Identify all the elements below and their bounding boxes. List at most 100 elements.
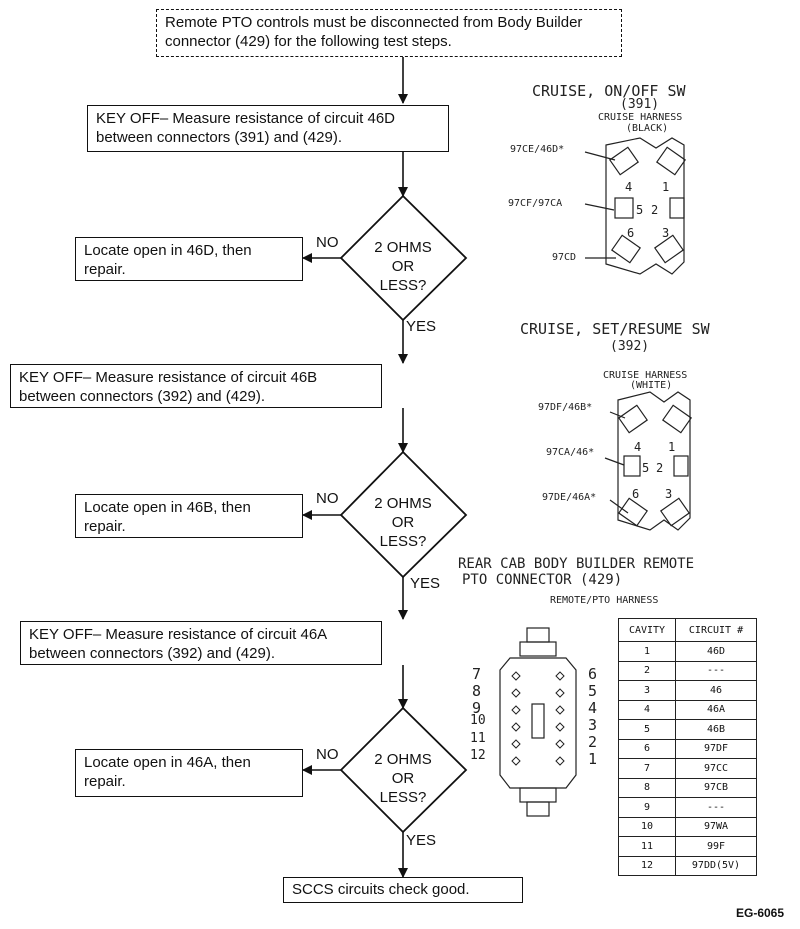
conn392-title: CRUISE, SET/RESUME SW [520,320,710,338]
conn391-pin-4: 4 [625,180,633,194]
cavity-cell: 5 [618,719,676,740]
conn392-wire-a: 97DF/46B* [538,402,593,413]
conn429-title-line1: REAR CAB BODY BUILDER REMOTE [458,556,695,572]
fail-46d-text: Locate open in 46D, then repair. [84,242,252,278]
cavity-cell: 6 [618,738,676,759]
no-label-1: NO [316,234,339,251]
figure-id: EG-6065 [736,906,785,920]
step-46b-text: KEY OFF– Measure resistance of circuit 4… [19,369,318,405]
conn429-pin-11: 11 [470,731,486,746]
circuit-cell: 97DD(5V) [675,855,757,876]
fail-46b-box: Locate open in 46B, then repair. [75,494,303,538]
conn392-color: (WHITE) [630,380,673,391]
circuit-cell: 97CC [675,758,757,779]
connector-392-drawing [604,391,693,531]
yes-label-2: YES [410,575,441,592]
header-cavity: CAVITY [618,618,676,642]
decision-1: 2 OHMS OR LESS? [353,238,453,295]
conn392-pin-2: 2 [656,461,664,475]
conn391-code: (391) [620,97,660,112]
decision-1-line2: OR [391,258,415,275]
cavity-cell: 7 [618,758,676,779]
decision-3-line1: 2 OHMS [374,751,432,768]
step-46d-text: KEY OFF– Measure resistance of circuit 4… [96,110,396,146]
conn392-pin-3: 3 [665,487,673,501]
conn392-pin-5: 5 [642,461,650,475]
cavity-cell: 10 [618,816,676,837]
cavity-cell: 11 [618,836,676,857]
conn429-pin-2: 2 [588,733,598,751]
end-box: SCCS circuits check good. [283,877,523,903]
no-label-3: NO [316,746,339,763]
circuit-cell: 46 [675,680,757,701]
circuit-cell: 46D [675,641,757,662]
table-header-row: CAVITY CIRCUIT # [618,618,757,642]
circuit-cell: 99F [675,836,757,857]
decision-3: 2 OHMS OR LESS? [353,750,453,807]
circuit-cell: 97WA [675,816,757,837]
circuit-cell: 46A [675,699,757,720]
table-row: 2--- [618,660,757,681]
step-46b-box: KEY OFF– Measure resistance of circuit 4… [10,364,382,408]
fail-46b-text: Locate open in 46B, then repair. [84,499,251,535]
no-label-2: NO [316,490,339,507]
conn429-pin-4: 4 [588,699,598,717]
conn429-harness: REMOTE/PTO HARNESS [550,595,659,606]
decision-3-line3: LESS? [379,789,427,806]
step-46d-box: KEY OFF– Measure resistance of circuit 4… [87,105,449,152]
conn429-pin-12: 12 [470,748,486,763]
circuit-cell: 46B [675,719,757,740]
conn429-title-line2: PTO CONNECTOR (429) [462,572,623,588]
header-circuit: CIRCUIT # [675,618,757,642]
decision-diamonds [339,194,468,834]
conn429-pin-7: 7 [472,665,482,683]
conn429-pin-8: 8 [472,682,482,700]
conn391-wire-a: 97CE/46D* [510,144,565,155]
conn392-harness: CRUISE HARNESS [603,370,688,381]
conn429-pin-1: 1 [588,750,598,768]
conn391-harness: CRUISE HARNESS [598,112,683,123]
start-note: Remote PTO controls must be disconnected… [156,9,622,57]
end-text: SCCS circuits check good. [292,881,470,898]
conn429-pin-9: 9 [472,699,482,717]
decision-1-line3: LESS? [379,277,427,294]
conn429-pin-6: 6 [588,665,598,683]
decision-2: 2 OHMS OR LESS? [353,494,453,551]
decision-1-line1: 2 OHMS [374,239,432,256]
connector-429-drawing [499,627,577,817]
conn391-pin-1: 1 [662,180,670,194]
conn392-pin-1: 1 [668,440,676,454]
circuit-cell: --- [675,797,757,818]
connector-429-cavities [511,671,565,766]
cavity-cell: 1 [618,641,676,662]
yes-label-1: YES [406,318,437,335]
conn392-code: (392) [610,339,650,354]
step-46a-text: KEY OFF– Measure resistance of circuit 4… [29,626,327,662]
circuit-cell: 97DF [675,738,757,759]
decision-3-line2: OR [391,770,415,787]
cavity-cell: 4 [618,699,676,720]
connector-391-drawing [584,137,687,275]
conn429-pin-10: 10 [470,713,486,728]
step-46a-box: KEY OFF– Measure resistance of circuit 4… [20,621,382,665]
fail-46a-text: Locate open in 46A, then repair. [84,754,251,790]
cavity-cell: 3 [618,680,676,701]
start-note-text: Remote PTO controls must be disconnected… [165,14,583,50]
fail-46a-box: Locate open in 46A, then repair. [75,749,303,797]
conn429-pin-5: 5 [588,682,598,700]
conn391-color: (BLACK) [626,123,669,134]
circuit-cell: --- [675,660,757,681]
decision-2-line1: 2 OHMS [374,495,432,512]
conn392-wire-b: 97CA/46* [546,447,595,458]
